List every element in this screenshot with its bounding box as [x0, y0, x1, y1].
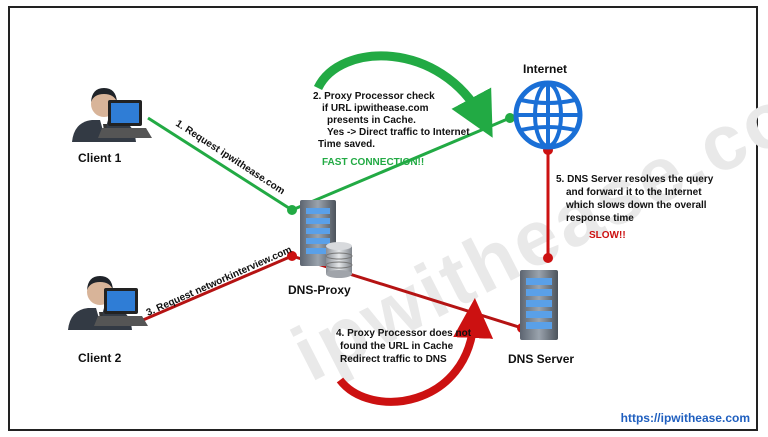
slow-label: SLOW!! [589, 230, 626, 241]
cache-hit-note: 2. Proxy Processor check if URL ipwithea… [313, 91, 470, 168]
client2-icon [68, 276, 148, 330]
cache-hit-line-3: presents in Cache. [327, 115, 416, 126]
dot-proxy-red [287, 251, 297, 261]
link-client2-proxy [142, 254, 293, 322]
dns-resolve-line-4: response time [566, 213, 634, 224]
dns-resolve-line-2: and forward it to the Internet [566, 187, 702, 198]
diagram-frame [8, 6, 758, 431]
cache-hit-arrow [313, 51, 493, 138]
fast-connection-label: FAST CONNECTION!! [322, 157, 424, 168]
cache-miss-line-1: 4. Proxy Processor does not [336, 328, 472, 339]
cache-hit-line-1: 2. Proxy Processor check [313, 91, 435, 102]
dns-resolve-line-1: 5. DNS Server resolves the query [556, 174, 714, 185]
client1-icon [72, 88, 152, 142]
client1-label: Client 1 [78, 151, 122, 165]
link-client1-proxy [147, 116, 293, 212]
client2-label: Client 2 [78, 351, 122, 365]
dns-server-icon [520, 270, 558, 340]
cache-miss-note: 4. Proxy Processor does not found the UR… [336, 328, 472, 365]
request1-label: 1. Request ipwithease.com [173, 118, 286, 197]
request2-label: 3. Request networkinterview.com [145, 244, 294, 318]
cache-miss-arrow [336, 298, 494, 406]
dns-proxy-icon [300, 200, 353, 278]
globe-icon [513, 80, 583, 150]
dot-dns-top-red [543, 253, 553, 263]
cache-miss-line-3: Redirect traffic to DNS [340, 354, 447, 365]
dns-resolve-line-3: which slows down the overall [565, 200, 707, 211]
dot-proxy-green [287, 205, 297, 215]
cache-miss-line-2: found the URL in Cache [340, 341, 454, 352]
cache-hit-line-5: Time saved. [318, 139, 375, 150]
internet-label: Internet [523, 62, 567, 76]
footer-link[interactable]: https://ipwithease.com [620, 411, 750, 425]
cache-hit-line-2: if URL ipwithease.com [322, 103, 429, 114]
dns-resolve-note: 5. DNS Server resolves the query and for… [556, 174, 714, 241]
dot-internet-green [505, 113, 515, 123]
dns-server-label: DNS Server [508, 352, 574, 366]
dns-proxy-label: DNS-Proxy [288, 283, 351, 297]
cache-hit-line-4: Yes -> Direct traffic to Internet [327, 127, 470, 138]
